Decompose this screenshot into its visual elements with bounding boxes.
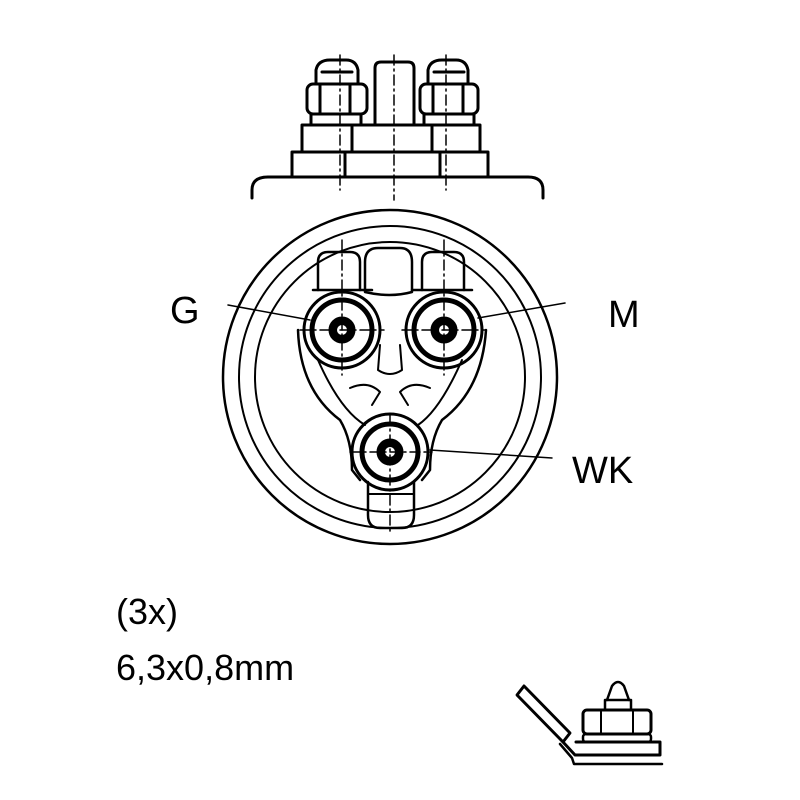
- dimension-note: 6,3x0,8mm: [116, 647, 295, 688]
- terminal-label-wk: WK: [572, 450, 634, 492]
- connector-detail: [515, 680, 664, 766]
- top-view: [221, 208, 566, 546]
- terminal-label-m: M: [608, 294, 640, 336]
- terminal-label-g: G: [170, 290, 200, 332]
- quantity-note: (3x): [116, 591, 178, 632]
- right-nut-side: [418, 58, 480, 127]
- side-view: [250, 54, 545, 201]
- leader-lines: [227, 302, 566, 459]
- left-nut-side: [305, 58, 369, 127]
